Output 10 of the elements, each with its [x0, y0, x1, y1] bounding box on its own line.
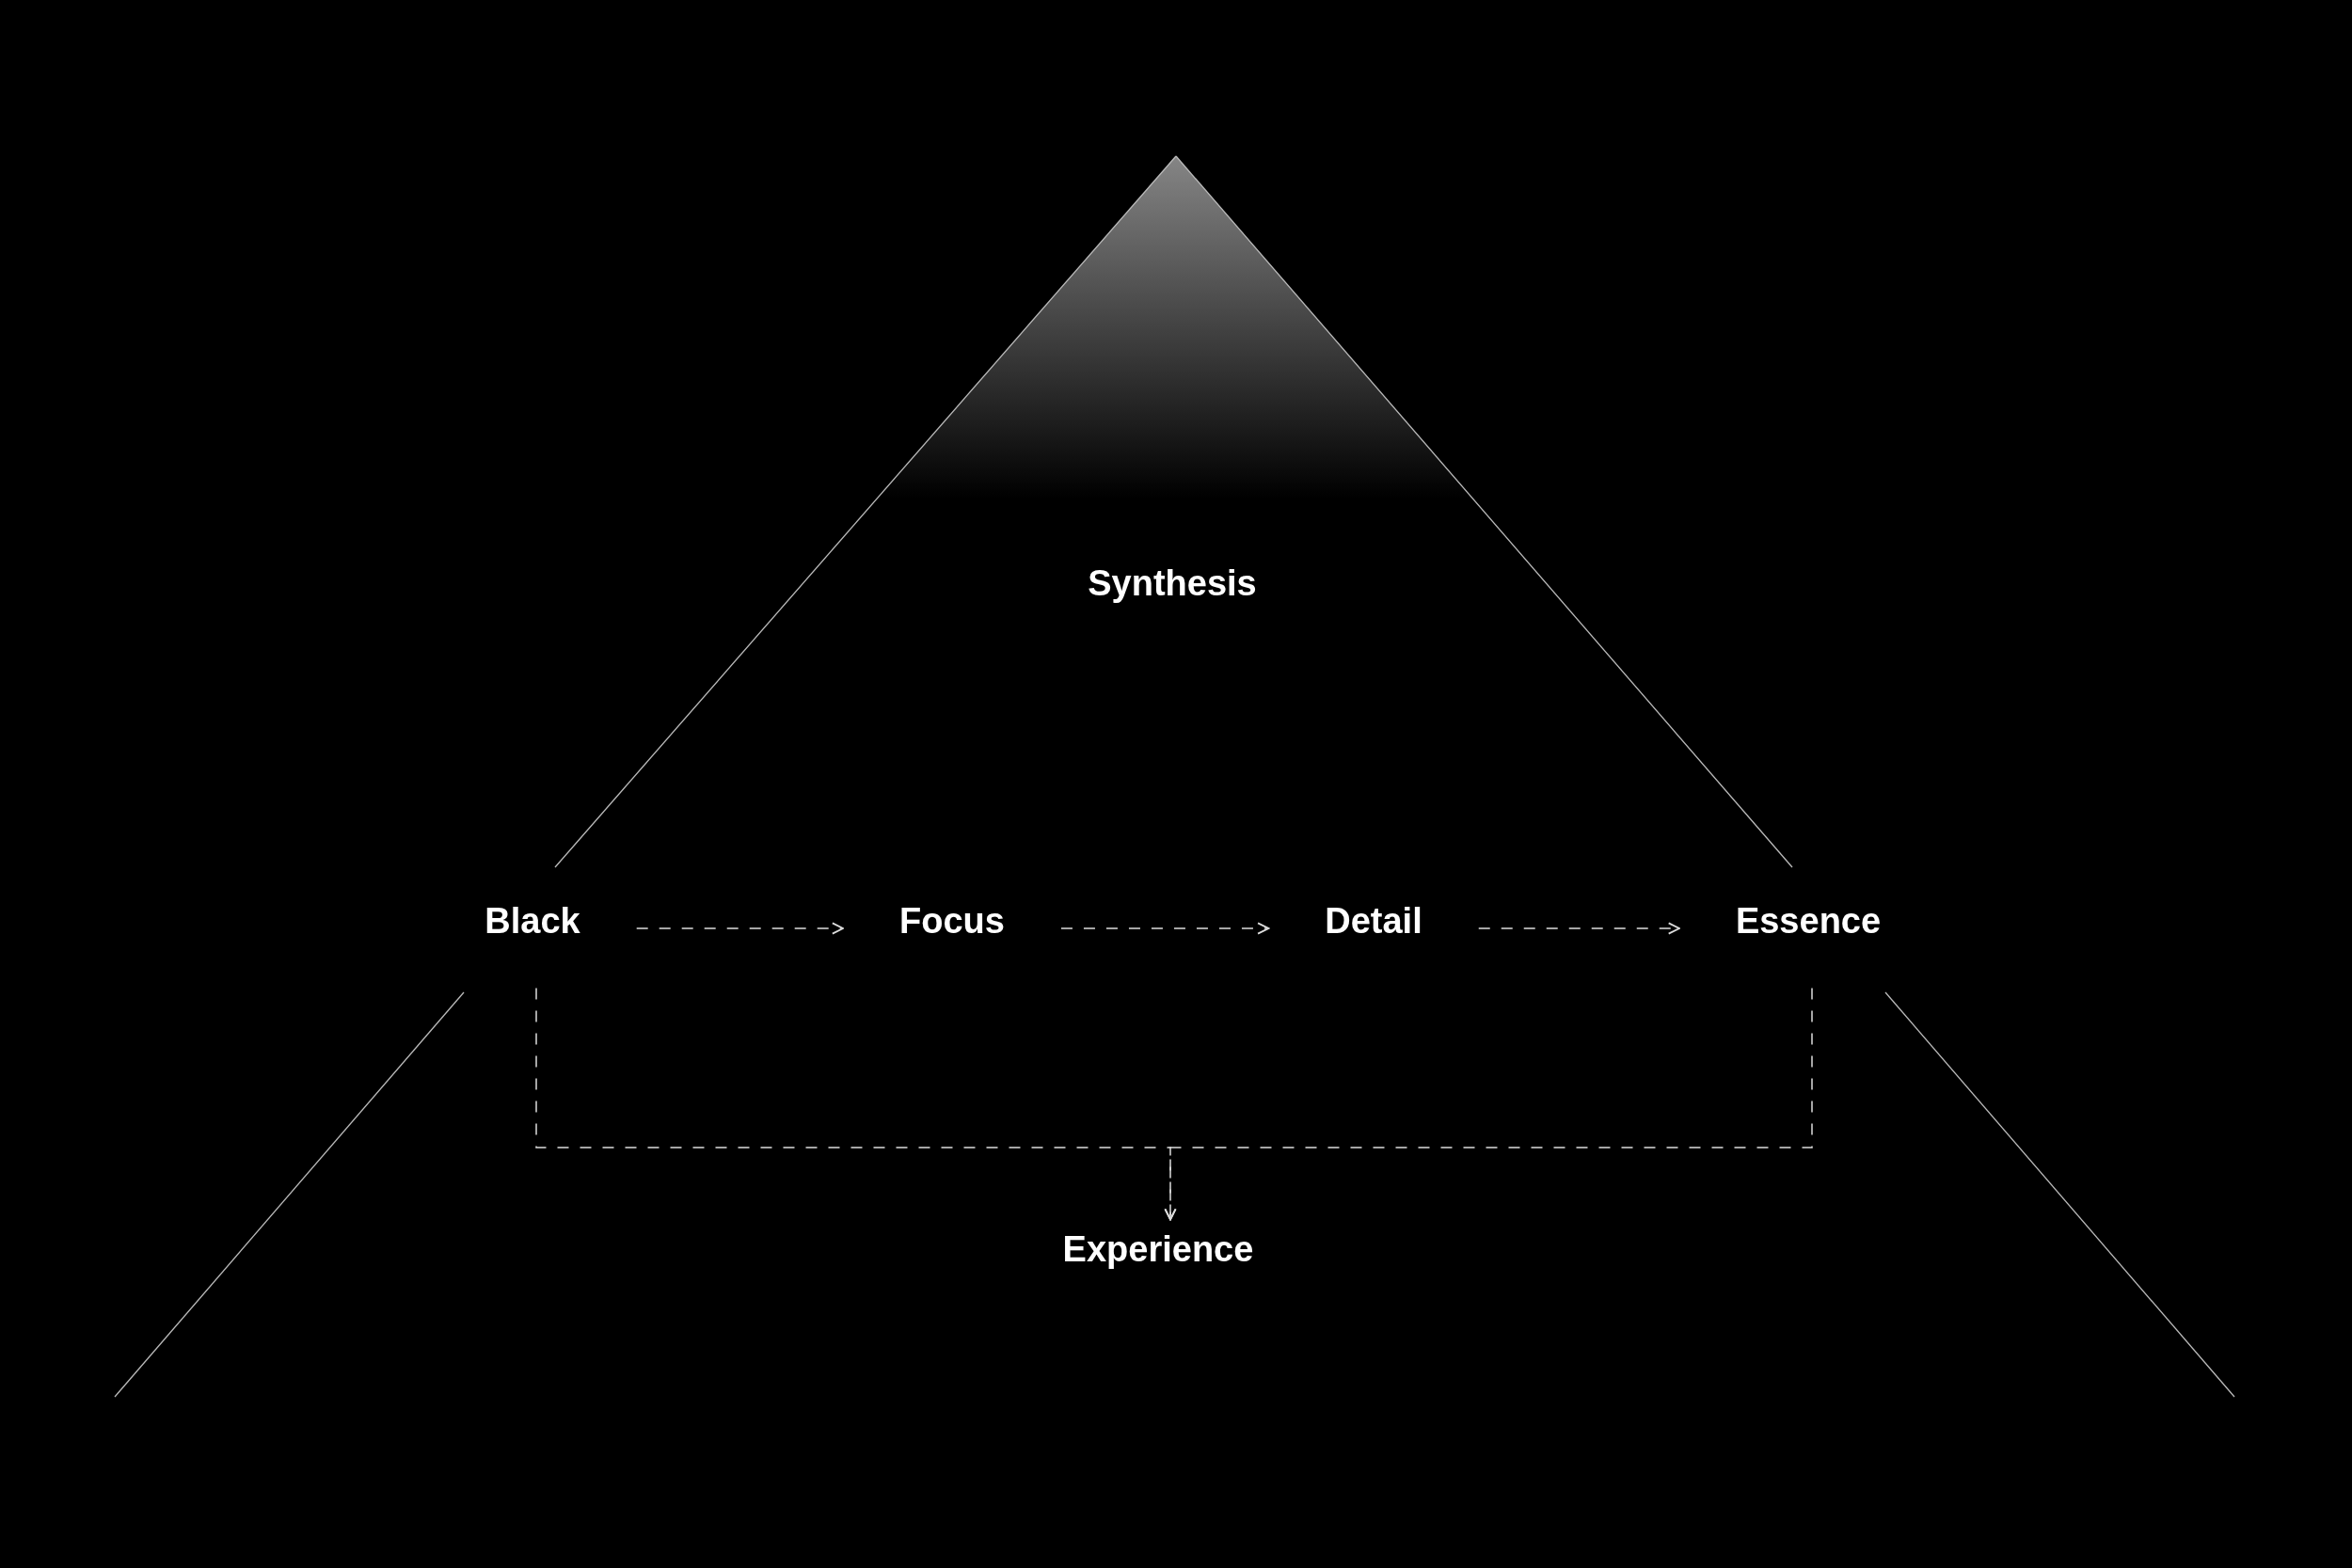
dashed-arrow: [635, 922, 844, 935]
node-label: Essence: [1678, 891, 1938, 951]
node-label: Experience: [1006, 1219, 1311, 1279]
node-label: Black: [428, 891, 637, 951]
dashed-arrow: [1478, 922, 1680, 935]
dashed-arrow: [1164, 987, 1813, 1221]
pyramid-label: Synthesis: [1088, 562, 1257, 604]
node-label: Focus: [843, 891, 1061, 951]
node-label: Detail: [1268, 891, 1479, 951]
dashed-arrow: [1060, 922, 1270, 935]
